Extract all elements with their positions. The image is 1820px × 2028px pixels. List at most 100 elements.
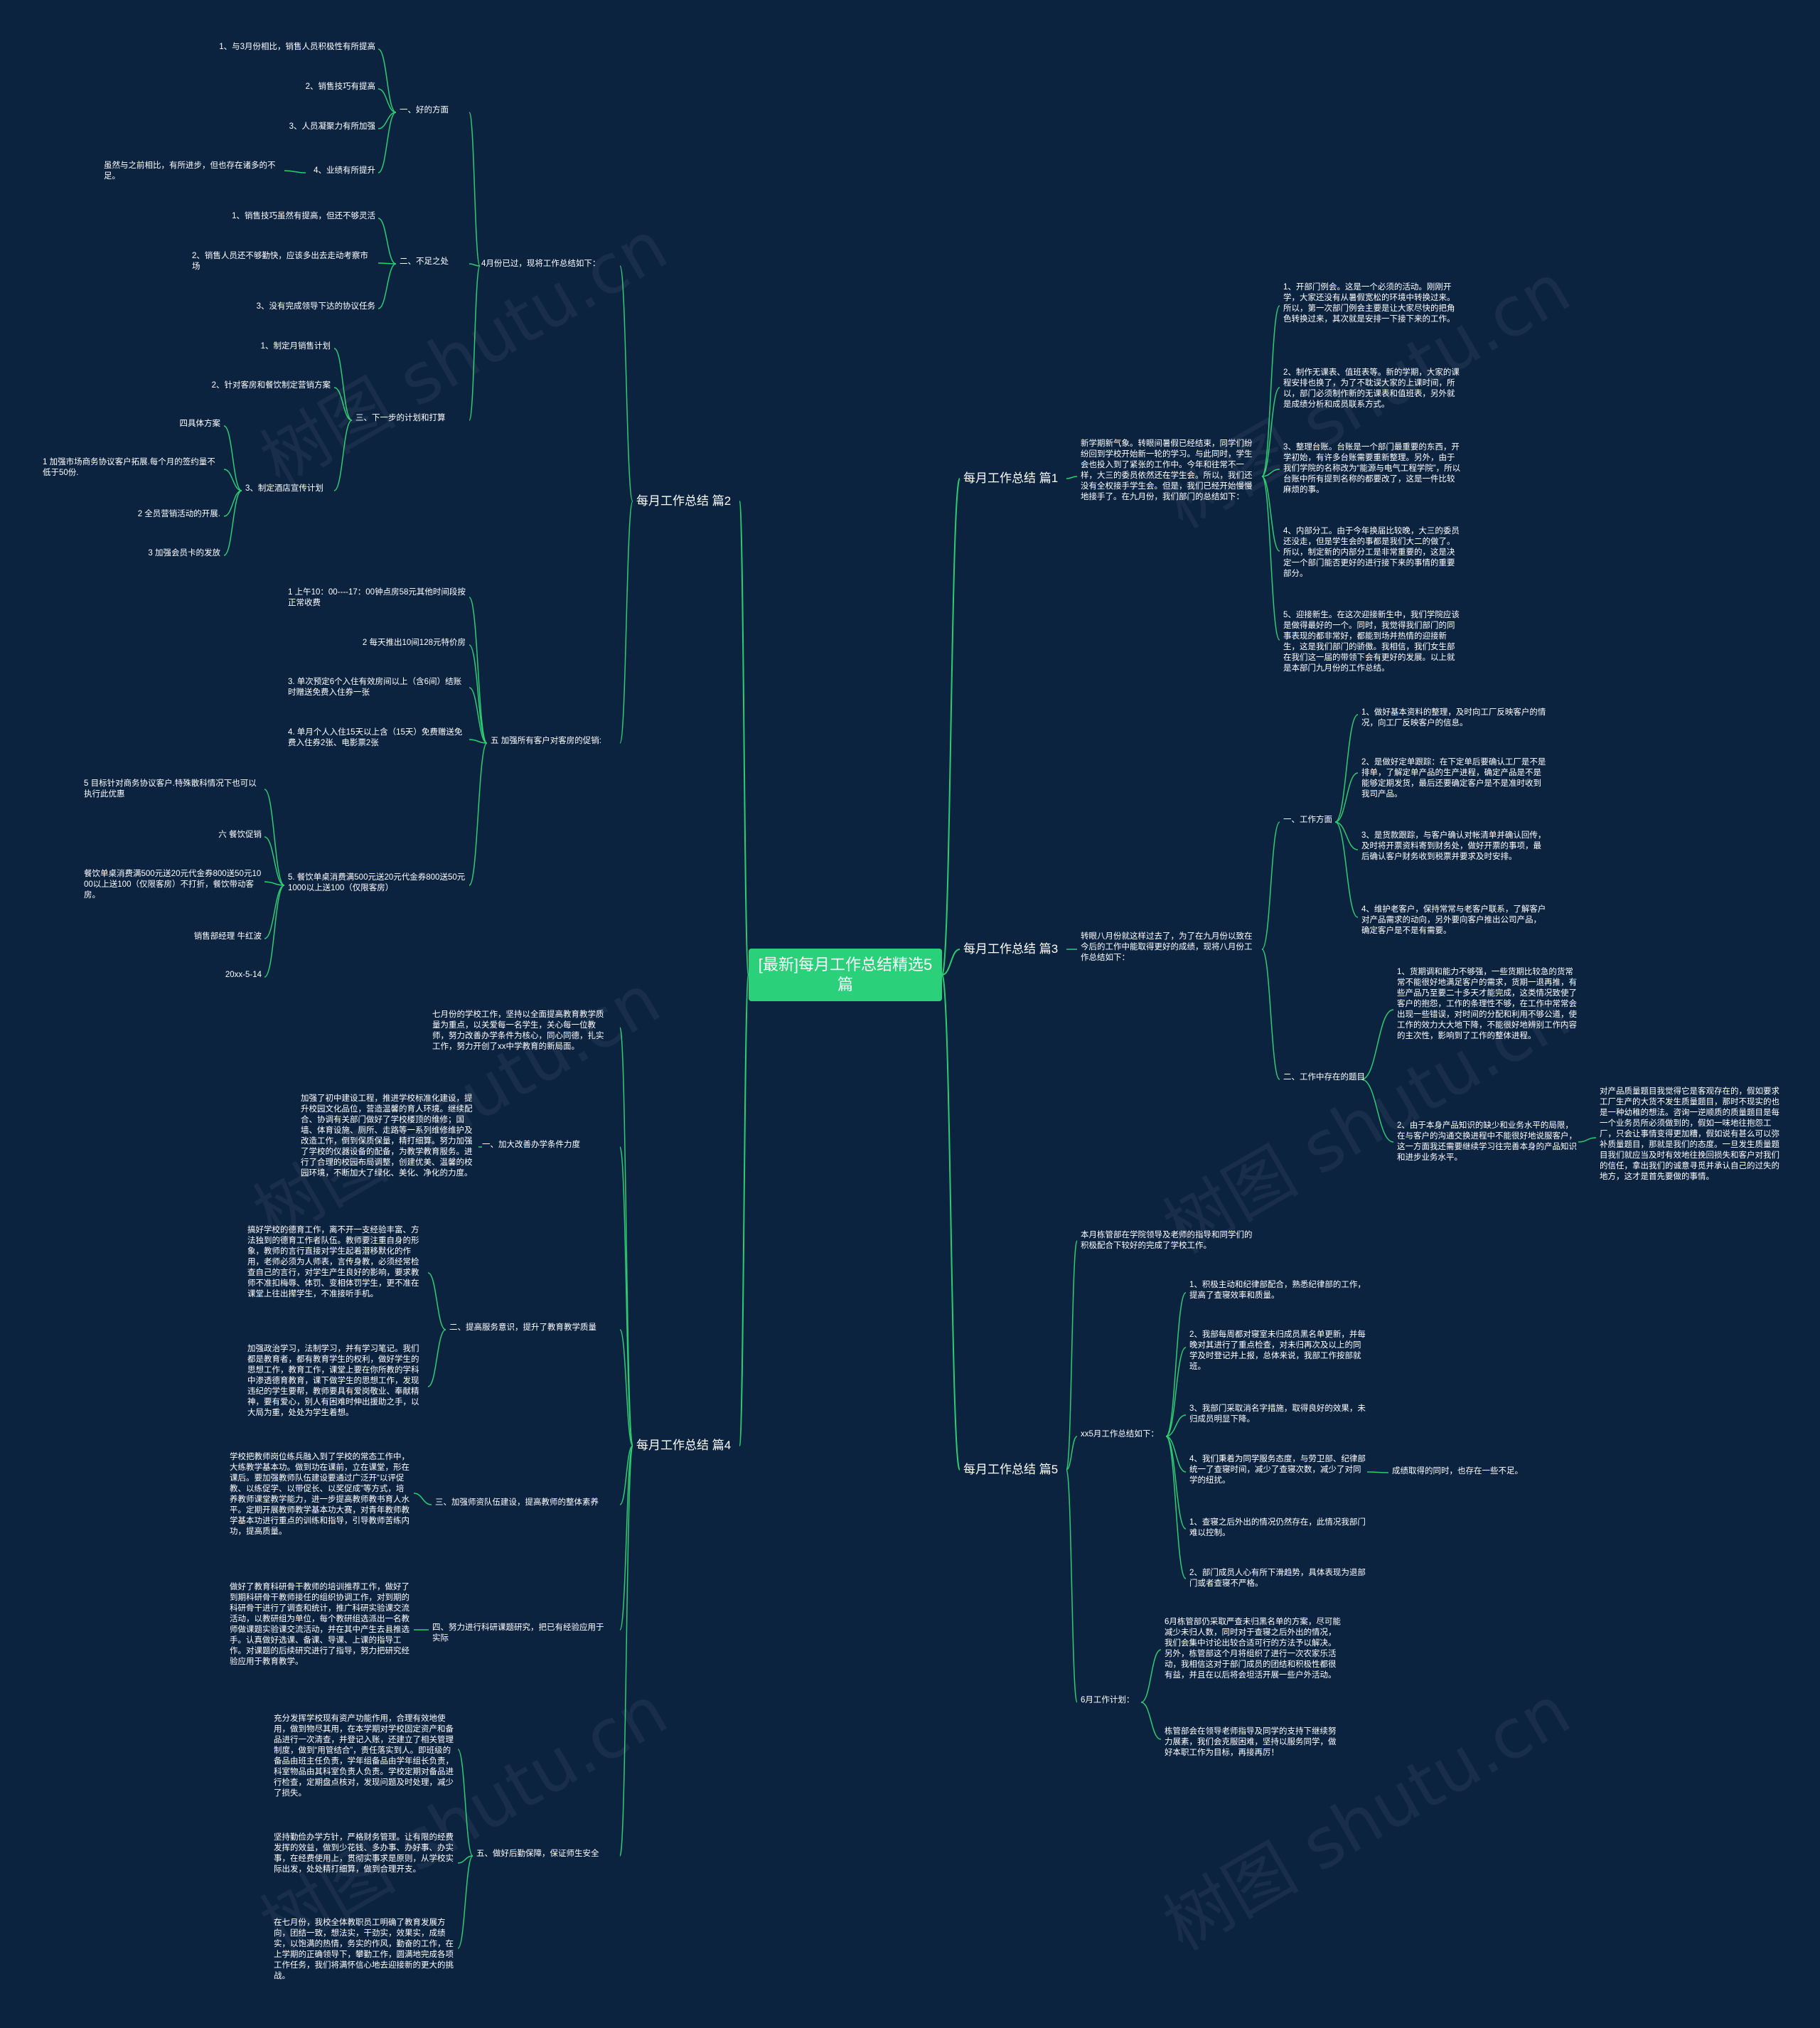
text-node[interactable]: 充分发挥学校现有资产功能作用，合理有效地使用，做到物尽其用，在本学期对学校固定资… <box>274 1714 454 1798</box>
connector-line <box>378 112 397 174</box>
text-node[interactable]: 5、迎接新生。在这次迎接新生中，我们学院应该是做得最好的一个。同时，我觉得我们部… <box>1283 611 1460 673</box>
text-node[interactable]: 做好了教育科研骨干教师的培训推荐工作，做好了到期科研骨干教师接任的组织协调工作，… <box>230 1583 410 1666</box>
text-node[interactable]: 5 目标针对商务协议客户.特殊散科情况下也可以执行此优惠 <box>84 779 257 799</box>
text-node[interactable]: 转眼八月份就这样过去了，为了在九月份以致在今后的工作中能取得更好的成绩，现将八月… <box>1081 932 1253 962</box>
text-node[interactable]: 销售部经理 牛红波 <box>193 932 262 941</box>
text-node[interactable]: 4. 单月个人入住15天以上含（15天）免费赠送免费入住券2张、电影票2张 <box>288 728 463 747</box>
text-node[interactable]: 3、人员凝聚力有所加强 <box>289 122 375 131</box>
text-node[interactable]: 6月工作计划： <box>1081 1696 1135 1704</box>
text-node[interactable]: 对产品质量题目我觉得它是客观存在的，假如要求工厂生产的大货不发生质量题目，那时不… <box>1600 1087 1779 1181</box>
branch-node-2[interactable]: 每月工作总结 篇2 <box>636 494 732 508</box>
text-node[interactable]: 成绩取得的同时，也存在一些不足。 <box>1392 1467 1523 1475</box>
text-node[interactable]: 坚持勤俭办学方针，严格财务管理。让有限的经费发挥的效益，做到少花钱、多办事、办好… <box>274 1833 454 1874</box>
text-node[interactable]: 新学期新气象。转眼间暑假已经结束，同学们纷纷回到学校开始新一轮的学习。与此同时，… <box>1081 439 1253 501</box>
text-node[interactable]: 4、我们秉着为同学服务态度，与劳卫部、纪律部统一了查寝时间，减少了查寝次数，减少… <box>1189 1455 1366 1485</box>
branch-node-3[interactable]: 每月工作总结 篇3 <box>963 942 1059 956</box>
text-node[interactable]: 2、针对客房和餐饮制定营销方案 <box>211 381 331 390</box>
text-node[interactable]: 4月份已过，现将工作总结如下： <box>481 260 601 268</box>
text-node[interactable]: 6月栋管部仍采取严查未归黑名单的方案，尽可能减少未归人数，同时对于查寝之后外出的… <box>1165 1618 1341 1680</box>
text-node[interactable]: xx5月工作总结如下： <box>1081 1430 1159 1439</box>
text-node[interactable]: 2、部门成员人心有所下滑趋势，具体表现为退部门或者查寝不严格。 <box>1189 1569 1366 1588</box>
text-node[interactable]: 二、工作中存在的题目 <box>1283 1073 1365 1082</box>
text-node[interactable]: 1、开部门例会。这是一个必须的活动。刚刚开学，大家还没有从暑假宽松的环境中转换过… <box>1283 283 1455 324</box>
text-node[interactable]: 加强政治学习，法制学习，并有学习笔记。我们都是教育者，都有教育学生的权利，做好学… <box>247 1345 419 1417</box>
connector-line <box>619 1445 633 1857</box>
root-node[interactable]: [最新]每月工作总结精选5篇 <box>749 949 942 1001</box>
text-node[interactable]: 餐饮单桌消费满500元送20元代金券800送50元1000以上送100（仅限客房… <box>84 870 262 900</box>
text-node[interactable]: 三、加强师资队伍建设，提高教师的整体素养 <box>435 1498 599 1507</box>
text-node[interactable]: 1 加强市场商务协议客户拓展.每个月的签约量不低于50份. <box>43 458 215 477</box>
text-node[interactable]: 虽然与之前相比，有所进步，但也存在诸多的不足。 <box>104 161 276 181</box>
text-node[interactable]: 1、货期调和能力不够强，一些货期比较急的货常常不能很好地满足客户的需求，货期一退… <box>1397 968 1577 1040</box>
text-node[interactable]: 一、工作方面 <box>1283 816 1332 824</box>
connector-line <box>1165 1436 1187 1530</box>
text-node[interactable]: 一、好的方面 <box>400 106 449 114</box>
text-node[interactable]: 搞好学校的德育工作，离不开一支经验丰富、方法独到的德育工作者队伍。教师要注重自身… <box>247 1226 419 1298</box>
text-node[interactable]: 2、销售技巧有提高 <box>305 82 375 91</box>
text-node[interactable]: 加强了初中建设工程，推进学校标准化建设，提升校园文化品位，营造温馨的育人环境。继… <box>301 1094 473 1178</box>
text-node[interactable]: 二、提高服务意识，提升了教育教学质量 <box>449 1323 596 1332</box>
connector-line <box>378 263 397 309</box>
text-node[interactable]: 在七月份，我校全体教职员工明确了教育发展方向，团结一致，想法实，干劲实，效果实，… <box>274 1918 454 1980</box>
connector-line <box>427 1329 446 1387</box>
branch-node-4[interactable]: 每月工作总结 篇4 <box>636 1439 732 1452</box>
connector-line <box>413 1493 432 1505</box>
branch-node-1[interactable]: 每月工作总结 篇1 <box>963 471 1059 485</box>
text-node[interactable]: 3 加强会员卡的发放 <box>148 549 220 557</box>
text-node[interactable]: 3、制定酒店宣传计划 <box>245 484 323 493</box>
connector-line <box>739 974 749 1446</box>
text-node[interactable]: 七月份的学校工作，坚持以全面提高教育教学质量为重点，以关爱每一名学生，关心每一位… <box>432 1010 604 1051</box>
text-node[interactable]: 本月栋管部在学院领导及老师的指导和同学们的积极配合下较好的完成了学校工作。 <box>1081 1231 1253 1250</box>
text-node[interactable]: 3、整理台账。台账是一个部门最重要的东西，开学初始，有许多台账需要重新整理。另外… <box>1283 443 1461 494</box>
connector-line <box>619 1445 633 1505</box>
text-node[interactable]: 五 加强所有客户对客房的促销: <box>491 737 601 745</box>
text-node[interactable]: 栋管部会在领导老师指导及同学的支持下继续努力展素，我们会克服困难，坚持以服务同学… <box>1165 1727 1337 1757</box>
text-node[interactable]: 四、努力进行科研课题研究，把已有经验应用于实际 <box>432 1623 604 1643</box>
connector-line <box>264 885 285 939</box>
text-node[interactable]: 4、业绩有所提升 <box>314 166 375 175</box>
connector-line <box>1165 1436 1187 1473</box>
text-node[interactable]: 2 每天推出10间128元特价房 <box>362 639 466 647</box>
text-node[interactable]: 3、没有完成领导下达的协议任务 <box>256 302 375 311</box>
text-node[interactable]: 3、我部门采取消名字措施，取得良好的效果，未归成员明显下降。 <box>1189 1404 1366 1424</box>
connector-line <box>378 112 397 129</box>
text-node[interactable]: 一、加大改善办学条件力度 <box>482 1141 580 1149</box>
text-node[interactable]: 1、做好基本资料的整理，及时向工厂反映客户的情况，向工厂反映客户的信息。 <box>1361 708 1546 727</box>
text-node[interactable]: 1、与3月份相比，销售人员积极性有所提高 <box>219 43 375 51</box>
connector-line <box>619 501 633 744</box>
connector-line <box>1578 1137 1597 1143</box>
text-node[interactable]: 2、是做好定单跟踪：在下定单后要确认工厂是不是排单，了解定单产品的生产进程，确定… <box>1361 758 1546 799</box>
text-node[interactable]: 2、我部每周都对寝室未归成员黑名单更新，并每晚对其进行了重点检查，对未归再次及以… <box>1189 1330 1366 1371</box>
text-node[interactable]: 3、是货款跟踪，与客户确认对帐清单并确认回传，及时将开票资料寄到财务处，做好开票… <box>1361 831 1546 861</box>
text-node[interactable]: 学校把教师岗位练兵融入到了学校的常态工作中，大练教学基本功。做到功在课前，立在课… <box>230 1453 410 1536</box>
connector-line <box>619 1146 633 1446</box>
text-node[interactable]: 1、制定月销售计划 <box>260 342 331 351</box>
text-node[interactable]: 4、内部分工。由于今年换届比较晚，大三的委员还没走，但是学生会的事都是我们大二的… <box>1283 527 1460 578</box>
connector-line <box>264 885 285 978</box>
connector-line <box>1334 714 1359 823</box>
text-node[interactable]: 2、制作无课表、值班表等。新的学期，大家的课程安排也换了，为了不耽误大家的上课时… <box>1283 368 1460 409</box>
text-node[interactable]: 五、做好后勤保障，保证师生安全 <box>476 1850 599 1858</box>
connector-line <box>469 687 488 744</box>
text-node[interactable]: 六 餐饮促销 <box>218 831 262 839</box>
text-node[interactable]: 2、由于本身产品知识的缺少和业务水平的局限，在与客户的沟通交换进程中不能很好地说… <box>1397 1121 1577 1162</box>
text-node[interactable]: 3. 单次预定6个入住有效房间以上（含6间）结账时赠送免费入住券一张 <box>288 678 462 697</box>
text-node[interactable]: 1、销售技巧虽然有提高，但还不够灵活 <box>232 212 375 220</box>
connector-line <box>1066 1469 1078 1703</box>
text-node[interactable]: 三、下一步的计划和打算 <box>355 414 446 422</box>
text-node[interactable]: 1、查寝之后外出的情况仍然存在，此情况我部门难以控制。 <box>1189 1518 1366 1537</box>
branch-node-5[interactable]: 每月工作总结 篇5 <box>963 1463 1059 1476</box>
text-node[interactable]: 5. 餐饮单桌消费满500元送20元代金券800送50元1000以上送100（仅… <box>288 873 466 892</box>
text-node[interactable]: 1、积极主动和纪律部配合，熟悉纪律部的工作，提高了查寝效率和质量。 <box>1189 1281 1366 1300</box>
text-node[interactable]: 1 上午10：00----17：00钟点房58元其他时间段按正常收费 <box>288 588 466 607</box>
connector-line <box>1140 1702 1162 1740</box>
connector-line <box>1165 1292 1187 1437</box>
watermark: 树图 shutu.cn <box>1150 1670 1583 1966</box>
text-node[interactable]: 2 全员营销活动的开展. <box>137 510 220 518</box>
connector-line <box>941 478 960 976</box>
text-node[interactable]: 二、不足之处 <box>400 257 449 266</box>
text-node[interactable]: 20xx-5-14 <box>225 971 262 979</box>
text-node[interactable]: 4、维护老客户，保持常常与老客户联系，了解客户对产品需求的动向，另外要向客户推出… <box>1361 905 1546 935</box>
text-node[interactable]: 2、销售人员还不够勤快，应该多出去走动考察市场 <box>192 252 368 271</box>
text-node[interactable]: 四具体方案 <box>179 420 221 428</box>
